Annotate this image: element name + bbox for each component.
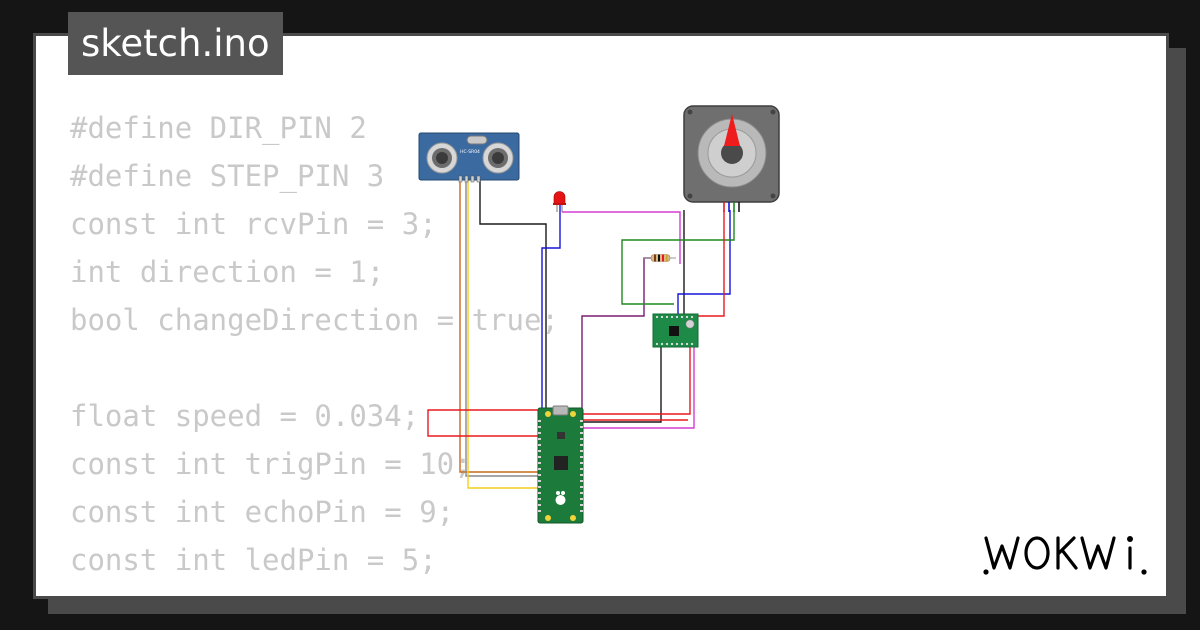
code-line: const int rcvPin = 3; bbox=[70, 207, 437, 241]
wire-green bbox=[621, 210, 735, 305]
preview-card: #define DIR_PIN 2 #define STEP_PIN 3 const… bbox=[33, 33, 1169, 599]
ultrasonic-sensor[interactable]: HC-SR04 bbox=[418, 132, 520, 183]
filename-tab[interactable]: sketch.ino bbox=[68, 12, 283, 75]
wire-yellow bbox=[467, 178, 542, 489]
wire-black bbox=[576, 341, 662, 423]
wire-blue bbox=[677, 210, 731, 314]
code-line: #define STEP_PIN 3 bbox=[70, 159, 385, 193]
wire-orange bbox=[459, 178, 548, 473]
code-line: bool changeDirection = true; bbox=[70, 303, 559, 337]
wire-blue bbox=[541, 204, 561, 414]
wire-magenta bbox=[562, 211, 681, 264]
code-snippet: #define DIR_PIN 2 #define STEP_PIN 3 const… bbox=[70, 104, 559, 584]
stepper-driver[interactable] bbox=[652, 313, 699, 348]
raspberry-logo-icon bbox=[555, 491, 566, 505]
wokwi-logo bbox=[983, 536, 1147, 575]
code-line: const int echoPin = 9; bbox=[70, 495, 455, 529]
stepper-motor[interactable] bbox=[683, 105, 780, 212]
wire-red bbox=[696, 210, 725, 317]
wire-magenta bbox=[576, 346, 695, 429]
circuit-diagram: HC-SR04 bbox=[418, 105, 780, 524]
led[interactable] bbox=[553, 191, 566, 213]
resistor[interactable] bbox=[643, 254, 676, 262]
stepper-pointer-icon bbox=[724, 114, 740, 146]
code-line: const int trigPin = 10; bbox=[70, 447, 472, 481]
code-line: const int ledPin = 5; bbox=[70, 543, 437, 577]
sensor-label: HC-SR04 bbox=[460, 149, 480, 155]
raspberry-pi-pico[interactable] bbox=[537, 405, 584, 524]
code-line: int direction = 1; bbox=[70, 255, 385, 289]
code-line: float speed = 0.034; bbox=[70, 399, 420, 433]
wire-black bbox=[668, 210, 685, 323]
code-line: #define DIR_PIN 2 bbox=[70, 111, 367, 145]
wire-gray bbox=[465, 178, 546, 477]
wire-purple bbox=[581, 257, 666, 466]
wire-black bbox=[479, 178, 554, 417]
